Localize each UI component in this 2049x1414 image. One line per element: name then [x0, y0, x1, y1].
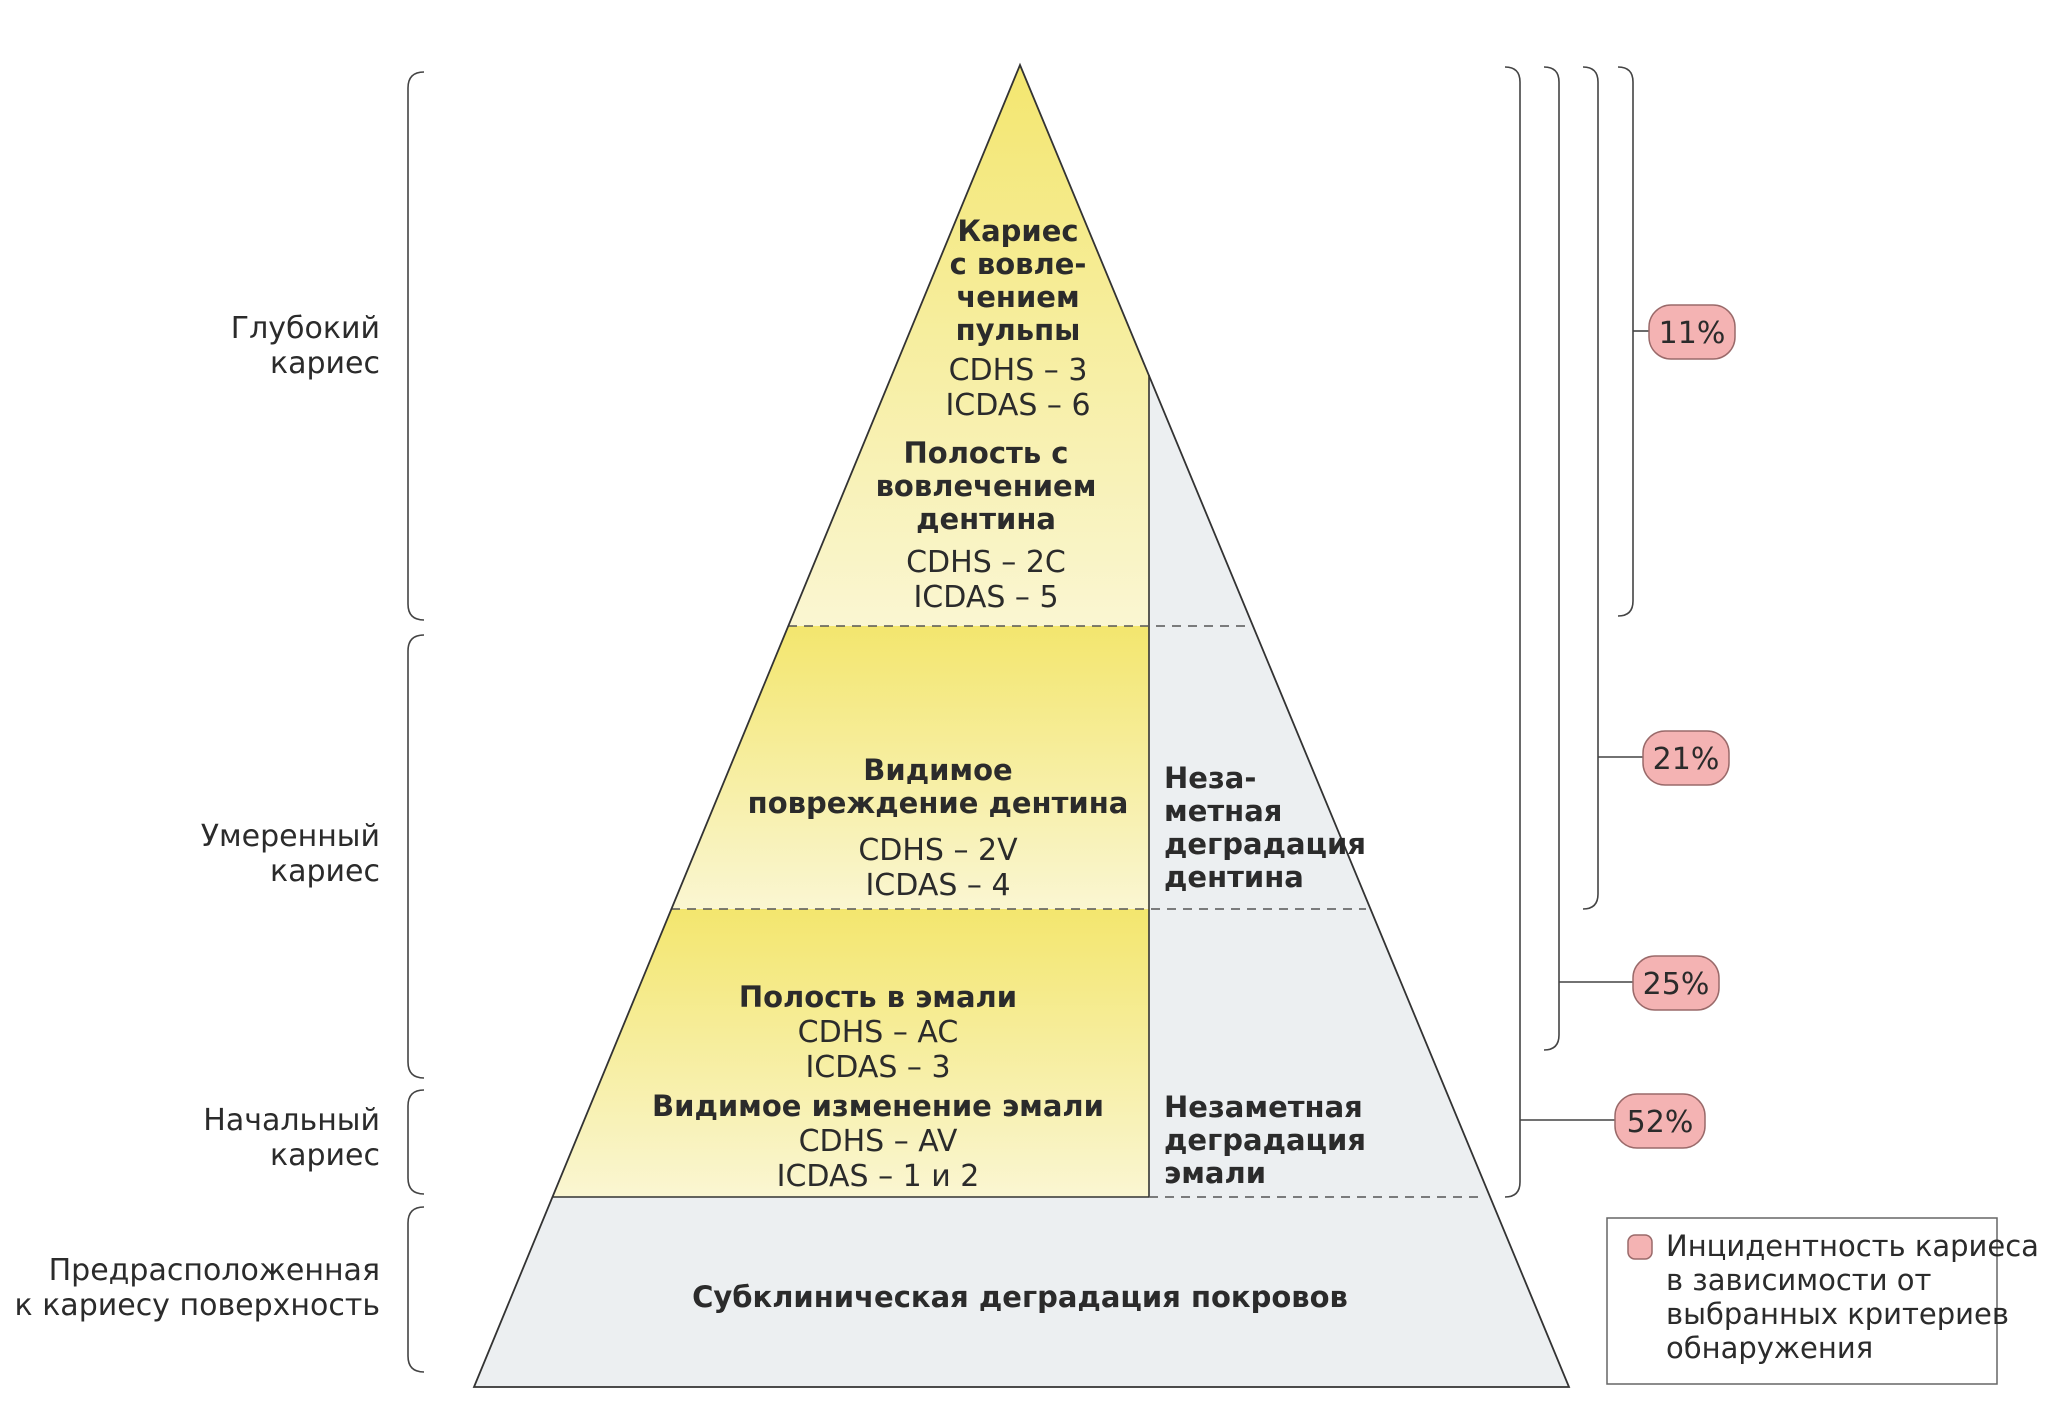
legend-line-3: выбранных критериев: [1666, 1297, 2009, 1331]
legend: Инцидентность кариеса в зависимости от в…: [1606, 1217, 2039, 1385]
label-moderate-1: Умеренный: [201, 819, 380, 854]
bracket-52: [1504, 66, 1521, 1198]
label-moderate-2: кариес: [270, 854, 380, 889]
label-deep-1: Глубокий: [231, 311, 380, 346]
enamel-visible-section: Видимое изменение эмали CDHS – AV ICDAS …: [652, 1089, 1104, 1194]
enamel-visible-code-icdas: ICDAS – 1 и 2: [777, 1159, 980, 1194]
pulp-title-1: Кариес: [957, 214, 1078, 248]
label-predisposed-1: Предрасположенная: [49, 1253, 380, 1288]
bracket-predisposed: [407, 1206, 425, 1373]
enamel-hidden-1: Незаметная: [1164, 1090, 1363, 1124]
bracket-11: [1617, 66, 1634, 617]
dentin-cavity-code-cdhs: CDHS – 2C: [906, 545, 1066, 580]
enamel-cavity-code-cdhs: CDHS – AC: [798, 1015, 959, 1050]
legend-box: [1606, 1217, 1998, 1385]
left-brackets: [407, 71, 425, 1373]
pulp-section: Кариес с вовле- чением пульпы CDHS – 3 I…: [945, 214, 1090, 423]
dentin-visible-code-cdhs: CDHS – 2V: [858, 833, 1018, 868]
pill-25-text: 25%: [1643, 967, 1710, 1002]
pill-25: 25%: [1632, 955, 1720, 1011]
pyramid-lines: [472, 62, 1571, 1388]
pill-21-text: 21%: [1653, 742, 1720, 777]
dentin-cavity-section: Полость с вовлечением дентина CDHS – 2C …: [876, 436, 1097, 615]
pill-52-bg: [1614, 1093, 1706, 1149]
pulp-code-cdhs: CDHS – 3: [949, 353, 1088, 388]
pill-25-bg: [1632, 955, 1720, 1011]
enamel-cavity-title: Полость в эмали: [739, 980, 1017, 1014]
pill-52-text: 52%: [1627, 1105, 1694, 1140]
bracket-initial: [407, 1089, 425, 1195]
pill-52: 52%: [1614, 1093, 1706, 1149]
dentin-hidden-section: Неза- метная деградация дентина: [1164, 761, 1366, 894]
dentin-hidden-3: деградация: [1164, 827, 1366, 861]
dentin-cavity-title-2: вовлечением: [876, 469, 1097, 503]
label-initial-2: кариес: [270, 1138, 380, 1173]
enamel-visible-title: Видимое изменение эмали: [652, 1089, 1104, 1123]
enamel-visible-code-cdhs: CDHS – AV: [799, 1124, 958, 1159]
left-labels: Глубокий кариес Умеренный кариес Начальн…: [15, 311, 380, 1323]
dentin-visible-code-icdas: ICDAS – 4: [865, 868, 1010, 903]
enamel-hidden-section: Незаметная деградация эмали: [1164, 1090, 1366, 1190]
dentin-hidden-2: метная: [1164, 794, 1282, 828]
pulp-title-4: пульпы: [956, 313, 1081, 347]
pyramid-outline: [472, 62, 1571, 1388]
subclinical-label: Субклиническая деградация покровов: [692, 1280, 1348, 1314]
pulp-title-3: чением: [956, 280, 1079, 314]
dentin-visible-title-2: повреждение дентина: [748, 786, 1129, 820]
dentin-cavity-title-1: Полость с: [904, 436, 1069, 470]
dentin-visible-layer: [474, 626, 1149, 909]
pill-21-bg: [1642, 730, 1730, 786]
bracket-deep: [407, 71, 425, 621]
dentin-hidden-4: дентина: [1164, 860, 1304, 894]
enamel-hidden-3: эмали: [1164, 1156, 1266, 1190]
dentin-visible-section: Видимое повреждение дентина CDHS – 2V IC…: [748, 753, 1129, 903]
dentin-cavity-code-icdas: ICDAS – 5: [913, 580, 1058, 615]
bracket-25: [1543, 66, 1560, 1051]
pill-21: 21%: [1642, 730, 1730, 786]
dentin-cavity-title-3: дентина: [916, 502, 1056, 536]
pill-11-bg: [1648, 304, 1736, 360]
legend-line-4: обнаружения: [1666, 1331, 1873, 1365]
incidence-pills: 11% 21% 25% 52%: [1614, 304, 1736, 1149]
bracket-21: [1582, 66, 1599, 910]
subclinical-layer: [474, 1197, 1569, 1387]
label-deep-2: кариес: [270, 346, 380, 381]
enamel-hidden-2: деградация: [1164, 1123, 1366, 1157]
legend-line-2: в зависимости от: [1666, 1263, 1931, 1297]
right-brackets: [1504, 66, 1649, 1198]
pulp-code-icdas: ICDAS – 6: [945, 388, 1090, 423]
legend-swatch: [1627, 1234, 1653, 1260]
enamel-layer: [474, 909, 1149, 1197]
label-initial-1: Начальный: [203, 1103, 380, 1138]
label-predisposed-2: к кариесу поверхность: [15, 1288, 380, 1323]
enamel-cavity-code-icdas: ICDAS – 3: [805, 1050, 950, 1085]
dentin-hidden-1: Неза-: [1164, 761, 1256, 795]
bracket-moderate: [407, 634, 425, 1079]
pill-11-text: 11%: [1659, 316, 1726, 351]
enamel-cavity-section: Полость в эмали CDHS – AC ICDAS – 3: [739, 980, 1017, 1085]
dentin-visible-title-1: Видимое: [863, 753, 1012, 787]
legend-line-1: Инцидентность кариеса: [1666, 1229, 2039, 1263]
pulp-title-2: с вовле-: [950, 247, 1087, 281]
hidden-degradation-area: [1149, 65, 1569, 1197]
pill-11: 11%: [1648, 304, 1736, 360]
